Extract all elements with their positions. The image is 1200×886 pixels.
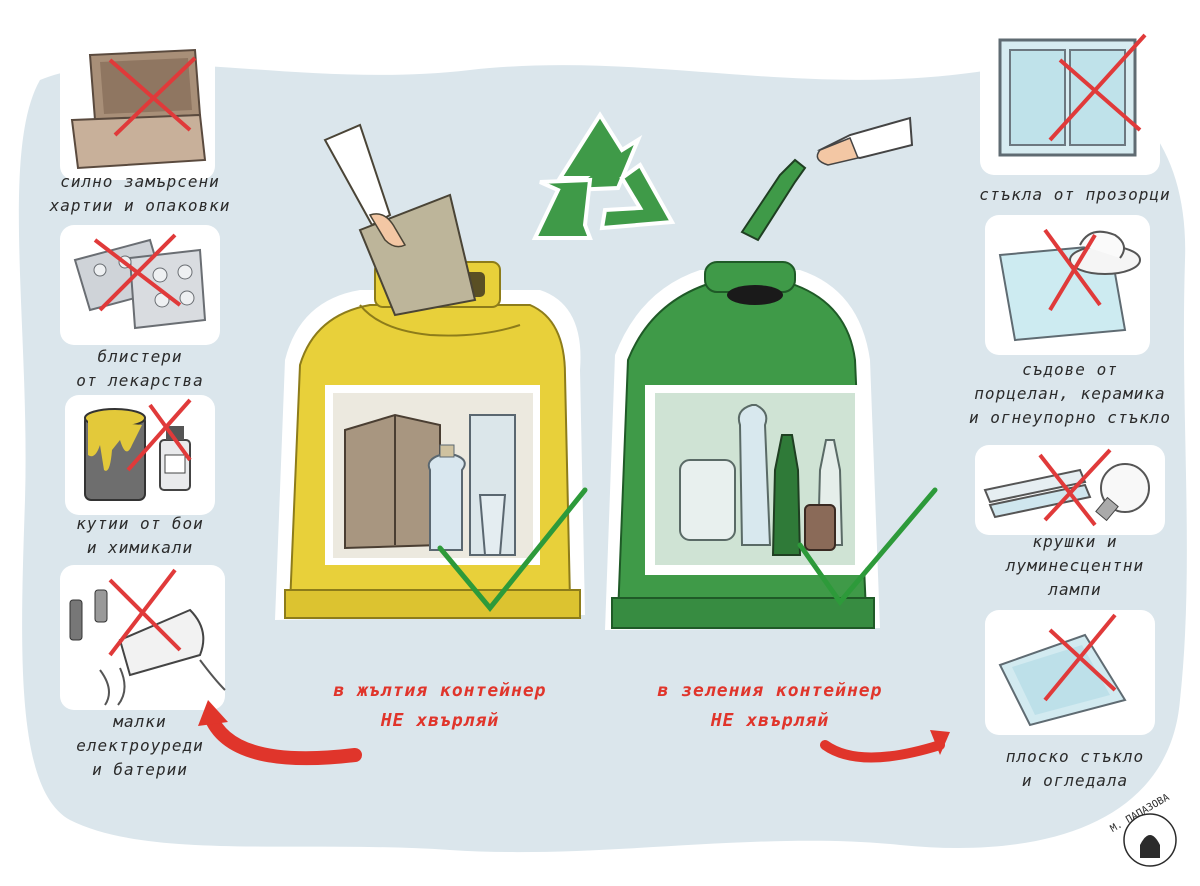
right-label-1: стъкла от прозорци <box>979 185 1171 204</box>
bulb-tube-icon <box>975 445 1165 535</box>
window-icon <box>980 25 1160 175</box>
right-label-2: съдове от порцелан, керамика и огнеупорн… <box>968 360 1172 427</box>
mirror-icon <box>985 610 1155 735</box>
left-label-3: кутии от бои и химикали <box>76 514 204 557</box>
recycle-symbol-icon <box>531 111 676 240</box>
mixer-battery-icon <box>60 565 226 710</box>
dishes-icon <box>985 215 1150 355</box>
green-warning: в зеления контейнер НЕ хвърляй <box>657 680 883 731</box>
yellow-container <box>275 123 588 620</box>
right-label-4: плоско стъкло и огледала <box>1005 747 1145 790</box>
background-blob <box>18 63 1187 853</box>
paint-can-icon <box>65 395 215 515</box>
yellow-warning: в жълтия контейнер НЕ хвърляй <box>333 680 547 731</box>
signature-stamp <box>1123 813 1177 867</box>
left-label-4: малки електроуреди и батерии <box>76 712 204 779</box>
pill-blister-icon <box>60 225 220 345</box>
right-arrow-icon <box>820 730 950 763</box>
left-arrow-icon <box>198 700 362 766</box>
right-label-3: крушки и луминесцентни лампи <box>1005 532 1145 599</box>
green-container <box>605 116 938 630</box>
pizza-box-icon <box>60 40 215 180</box>
left-label-2: блистери от лекарства <box>76 347 204 390</box>
left-label-1: силно замърсени хартии и опаковки <box>49 172 231 215</box>
